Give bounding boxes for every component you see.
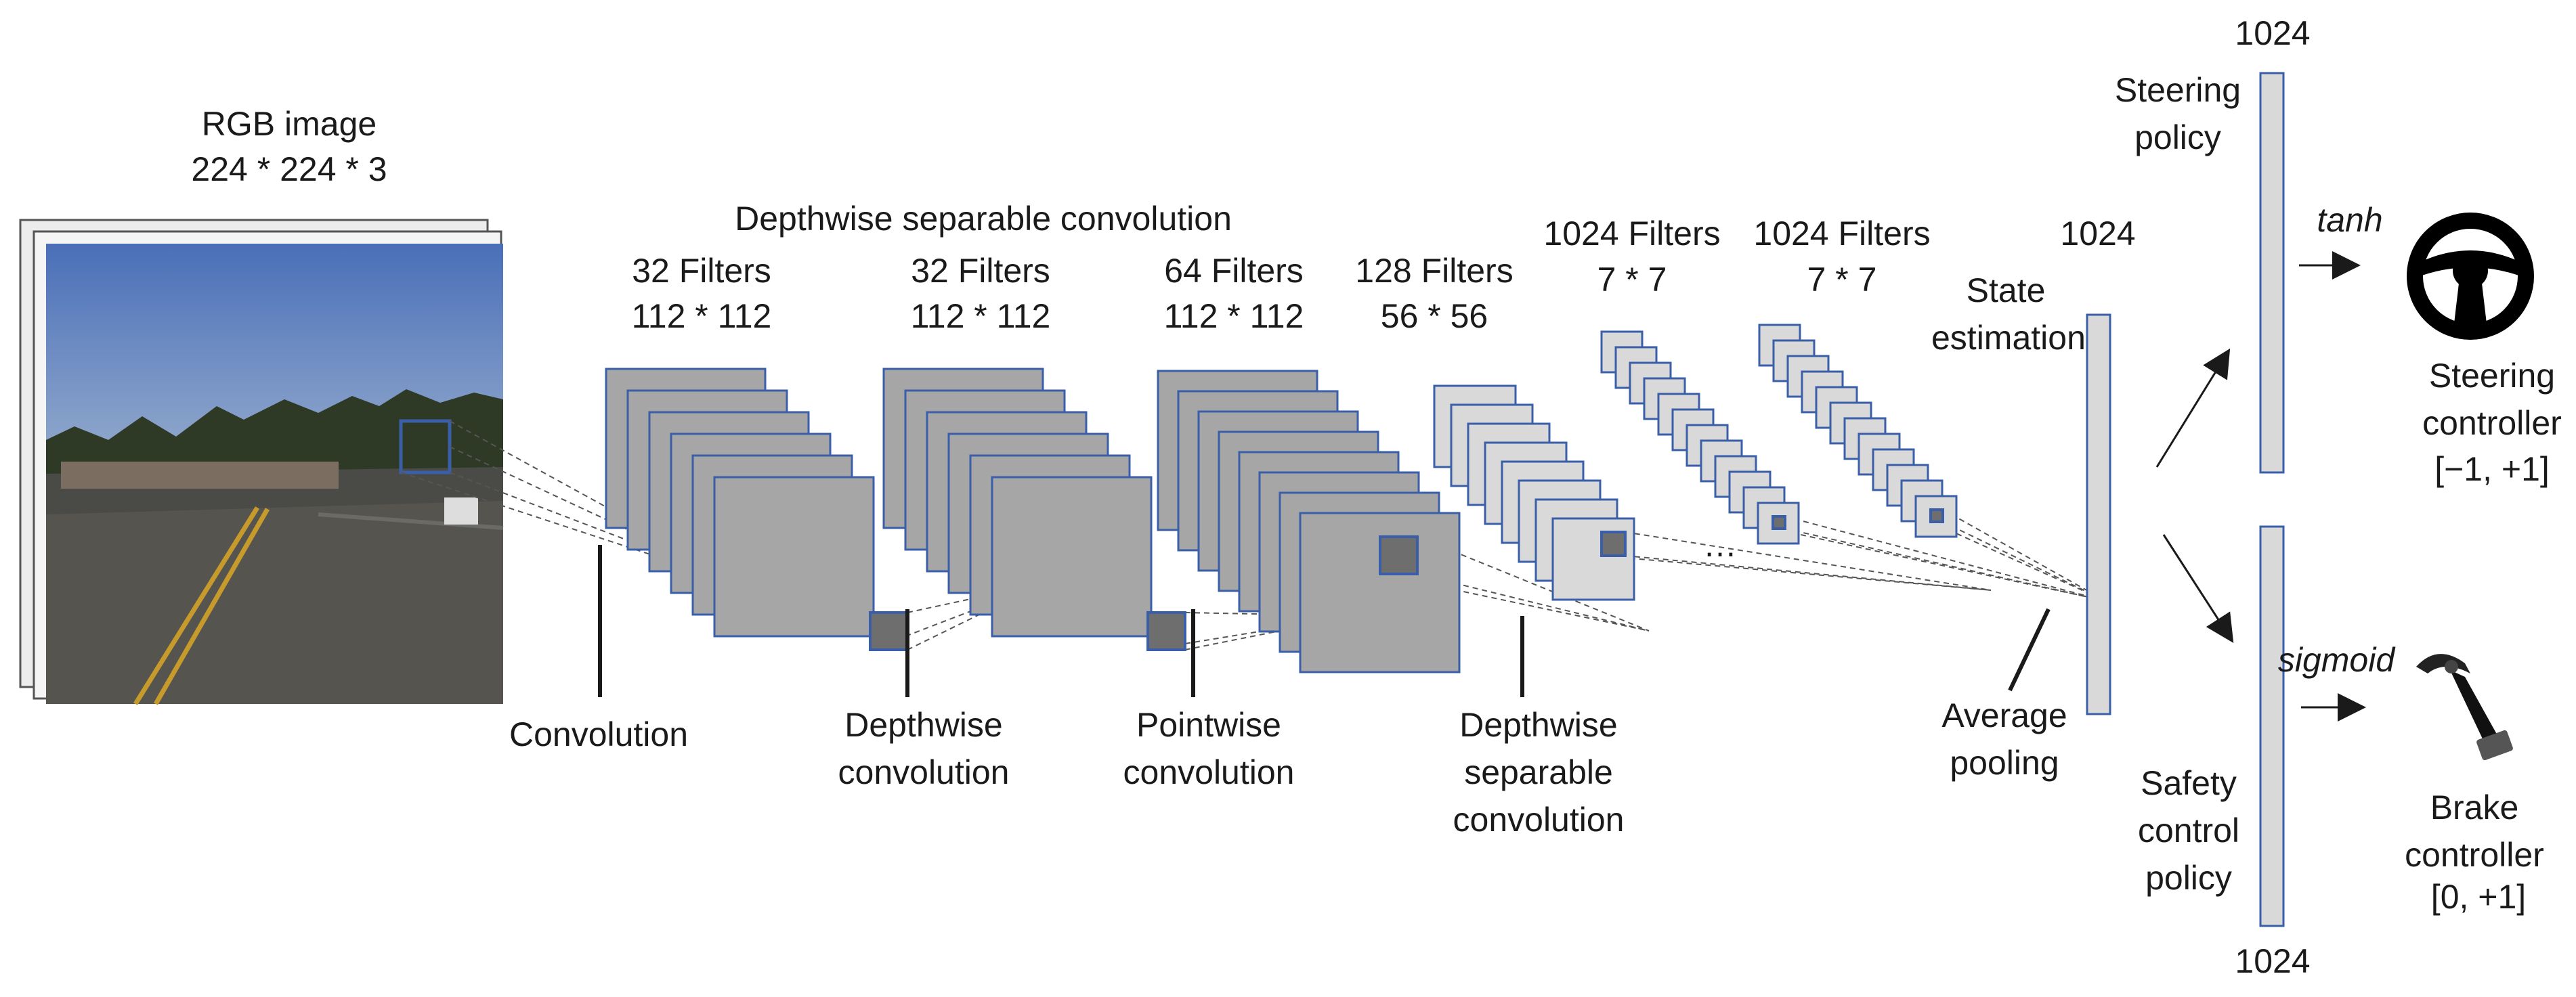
brake-pedal-icon	[2416, 654, 2513, 761]
safety-policy-label: Safety control policy	[2137, 764, 2240, 897]
layer-4-size: 56 * 56	[1380, 297, 1488, 335]
layer-4-filters: 128 Filters	[1355, 252, 1514, 290]
brake-controller-label: Brake controller	[2405, 789, 2544, 874]
feature-map-stack	[882, 368, 1186, 651]
kernel-window	[1600, 531, 1627, 557]
feature-map-stack	[1758, 324, 1958, 538]
steering-range: [−1, +1]	[2434, 450, 2550, 488]
steering-policy-bar	[2259, 72, 2285, 474]
feature-map-stacks	[605, 324, 1958, 673]
layer-5-size: 7 * 7	[1597, 261, 1667, 298]
safety-policy-bar	[2259, 525, 2285, 927]
brake-range: [0, +1]	[2430, 878, 2527, 916]
kernel-window	[1146, 611, 1186, 651]
layer-3-size: 112 * 112	[1163, 297, 1304, 335]
layer-5-filters: 1024 Filters	[1543, 215, 1721, 252]
state-label: State estimation	[1931, 271, 2086, 357]
pointwise-conv-label: Pointwise convolution	[1123, 706, 1295, 791]
layer-2-filters: 32 Filters	[911, 252, 1050, 290]
dsc-header: Depthwise separable convolution	[735, 200, 1232, 238]
input-image-stack	[19, 219, 504, 705]
steering-controller-label: Steering controller	[2422, 357, 2562, 442]
kernel-window	[1772, 515, 1786, 530]
kernel-window	[1379, 535, 1419, 575]
layer-6-size: 7 * 7	[1807, 261, 1877, 298]
layer-2-size: 112 * 112	[910, 297, 1051, 335]
feature-map-stack	[1600, 330, 1800, 545]
input-title: RGB image	[201, 105, 377, 143]
feature-map-stack	[1433, 384, 1635, 601]
pooling-label: Average pooling	[1941, 696, 2067, 782]
feature-map-stack	[605, 368, 909, 651]
tanh-label: tanh	[2317, 201, 2383, 239]
safety-size: 1024	[2235, 942, 2311, 980]
kernel-window	[1929, 508, 1944, 523]
feature-map-stack	[1157, 370, 1461, 673]
layer-6-filters: 1024 Filters	[1753, 215, 1931, 252]
steering-size: 1024	[2235, 14, 2311, 52]
state-estimation-bar	[2086, 313, 2111, 715]
dsc-label: Depthwise separable convolution	[1453, 706, 1625, 839]
steering-wheel-icon	[2407, 213, 2534, 340]
layer-pointers	[598, 545, 2051, 697]
steering-policy-label: Steering policy	[2114, 71, 2241, 156]
depthwise-conv-label: Depthwise convolution	[838, 706, 1010, 791]
ellipsis: …	[1703, 526, 1737, 564]
layer-1-size: 112 * 112	[631, 297, 772, 335]
feature-map	[991, 476, 1153, 638]
convolution-label: Convolution	[509, 715, 689, 753]
state-size: 1024	[2060, 215, 2136, 252]
feature-map	[713, 476, 875, 638]
input-dims: 224 * 224 * 3	[191, 150, 387, 188]
layer-1-filters: 32 Filters	[632, 252, 771, 290]
kernel-window	[869, 611, 909, 651]
sigmoid-label: sigmoid	[2277, 641, 2395, 679]
arrows	[2155, 251, 2366, 722]
layer-3-filters: 64 Filters	[1164, 252, 1304, 290]
